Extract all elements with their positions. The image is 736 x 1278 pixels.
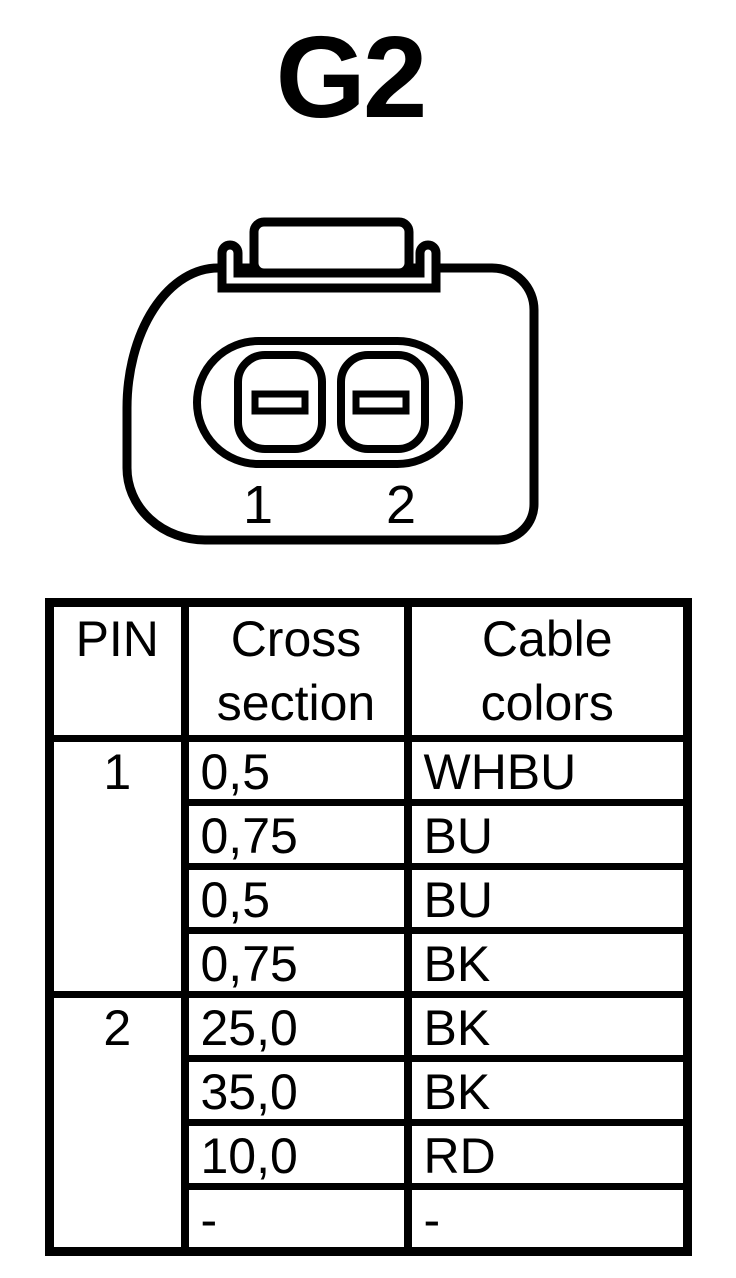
cross-section-cell: 0,5 <box>180 863 412 934</box>
cross-section-cell: 0,75 <box>180 799 412 870</box>
cable-color-cell: BU <box>403 863 692 934</box>
latch-tab <box>249 217 414 278</box>
pinout-table: PIN Cross section Cable colors 1 0,5 WHB… <box>45 598 692 1256</box>
cross-section-cell: - <box>180 1183 412 1255</box>
header-cross-section: Cross section <box>180 599 412 742</box>
cable-color-cell: BK <box>403 1055 692 1126</box>
cable-color-cell: RD <box>403 1119 692 1190</box>
pin-number-cell: 1 <box>45 735 189 998</box>
cable-color-cell: BK <box>403 927 692 998</box>
page-title: G2 <box>275 12 428 142</box>
header-cable-colors: Cable colors <box>403 599 692 742</box>
pin-1-label: 1 <box>243 475 273 535</box>
cross-section-cell: 0,75 <box>180 927 412 998</box>
cross-section-cell: 25,0 <box>180 991 412 1062</box>
table-header-row: PIN Cross section Cable colors <box>45 599 692 742</box>
cross-section-cell: 0,5 <box>180 735 412 806</box>
table-row: 0,75 BU <box>50 799 692 870</box>
header-pin: PIN <box>45 599 189 742</box>
cross-section-cell: 35,0 <box>180 1055 412 1126</box>
table-row: - - <box>50 1183 692 1255</box>
table-row: 0,75 BK <box>50 927 692 998</box>
table-row: 2 25,0 BK <box>45 991 692 1255</box>
cable-color-cell: - <box>403 1183 692 1255</box>
table-row: 10,0 RD <box>50 1119 692 1190</box>
pin-1-slot <box>251 390 309 415</box>
table-row: 1 0,5 WHBU <box>45 735 692 998</box>
cable-color-cell: BK <box>403 991 692 1062</box>
cross-section-cell: 10,0 <box>180 1119 412 1190</box>
pin-2-label: 2 <box>386 475 416 535</box>
pin-2-slot <box>352 390 410 415</box>
cable-color-cell: WHBU <box>403 735 692 806</box>
table-row: 35,0 BK <box>50 1055 692 1126</box>
connector-diagram: 1 2 <box>122 217 539 545</box>
pin-number-cell: 2 <box>45 991 189 1255</box>
table-row: 0,5 BU <box>50 863 692 934</box>
cable-color-cell: BU <box>403 799 692 870</box>
